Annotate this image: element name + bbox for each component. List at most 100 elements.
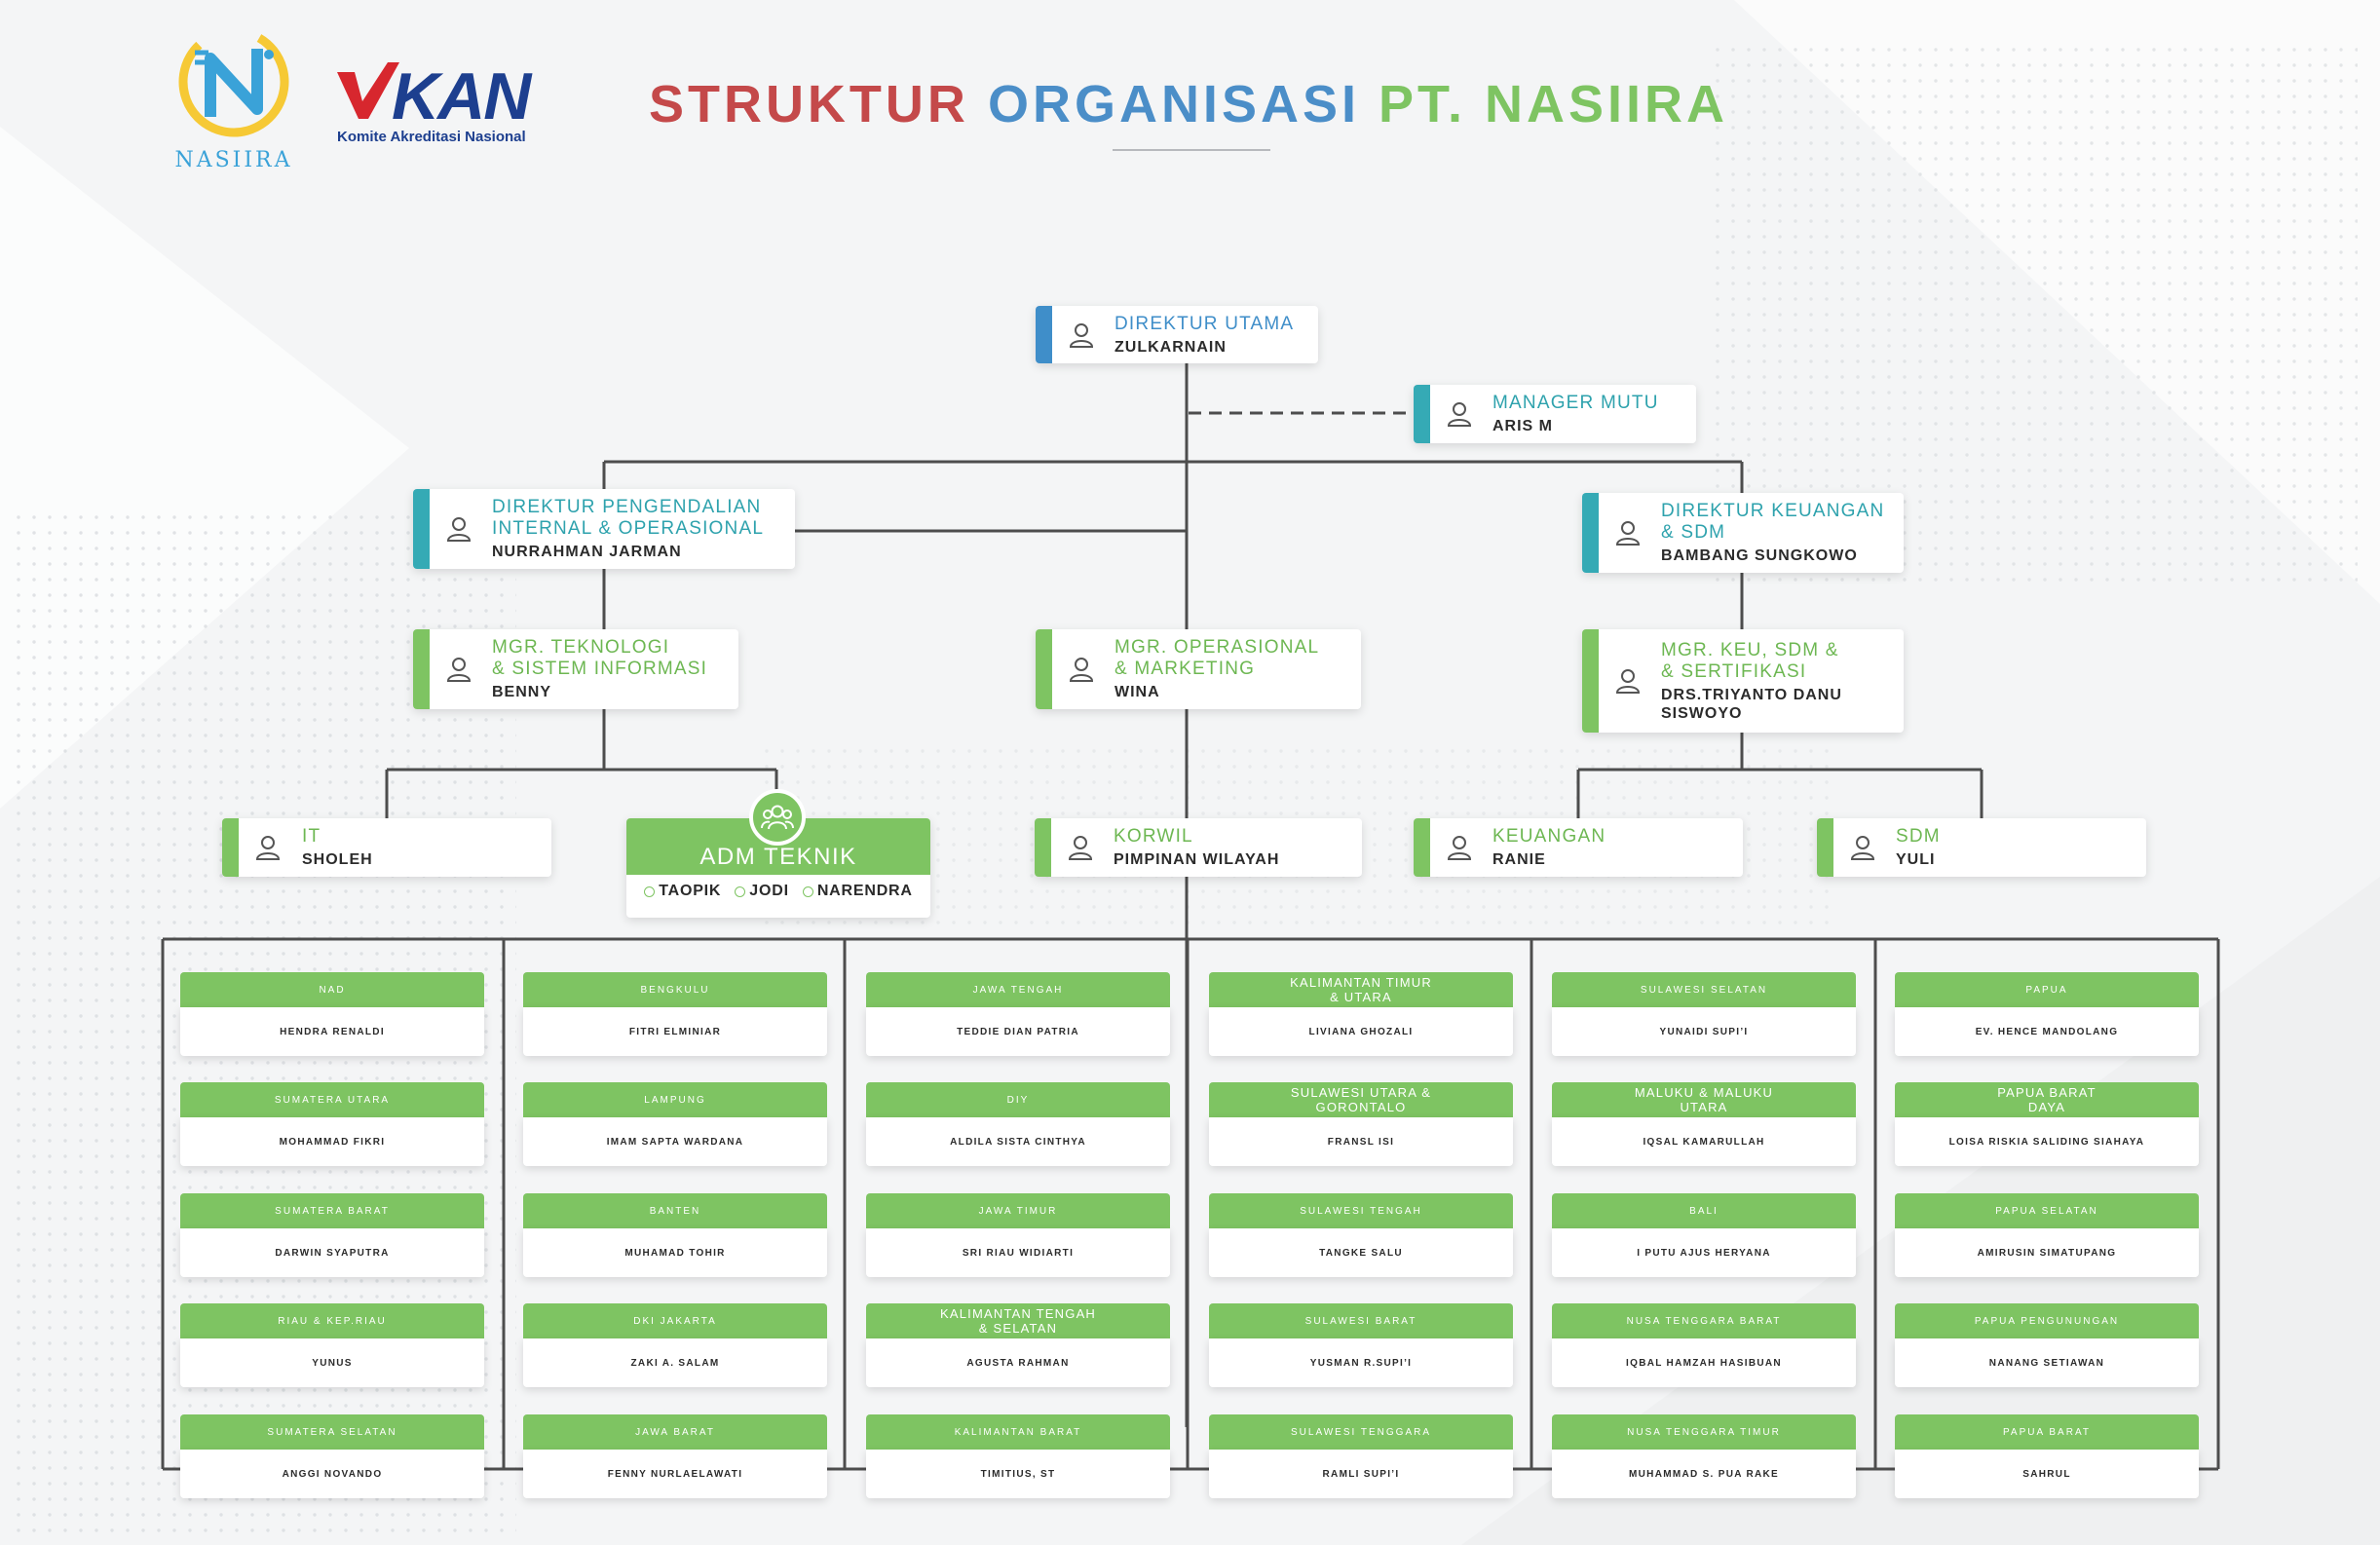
region-name: SULAWESI BARAT (1209, 1303, 1513, 1338)
adm-member: NARENDRA (802, 883, 913, 900)
region-name: PAPUA BARAT DAYA (1895, 1082, 2199, 1117)
kan-wordmark: KAN (392, 59, 531, 133)
member-name: TAOPIK (659, 883, 722, 899)
person-icon (255, 836, 281, 860)
person-name: BENNY (492, 684, 552, 700)
nasiira-emblem-icon (178, 26, 289, 137)
region-name: RIAU & KEP.RIAU (180, 1303, 484, 1338)
person-name: ZULKARNAIN (1114, 338, 1227, 356)
page-title: STRUKTUR ORGANISASI PT. NASIIRA (643, 74, 1734, 134)
person-icon (1068, 836, 1093, 860)
region-head-name: LOISA RISKIA SALIDING SIAHAYA (1895, 1117, 2199, 1166)
title-underline (1113, 149, 1270, 151)
region-head-name: FITRI ELMINIAR (523, 1007, 827, 1056)
region-name: PAPUA BARAT (1895, 1414, 2199, 1450)
card-mgr-keuangan: MGR. KEU, SDM & & SERTIFIKASI DRS.TRIYAN… (1582, 629, 1904, 733)
person-icon (1447, 402, 1472, 427)
person-icon (1069, 322, 1094, 348)
region-name: SULAWESI SELATAN (1552, 972, 1856, 1007)
region-name: PAPUA (1895, 972, 2199, 1007)
card-accent-bar (1036, 629, 1052, 709)
role-label: KEUANGAN (1492, 826, 1606, 847)
region-name: JAWA TIMUR (866, 1193, 1170, 1228)
person-name: DRS.TRIYANTO DANU SISWOYO (1661, 686, 1842, 722)
region-name: PAPUA PENGUNUNGAN (1895, 1303, 2199, 1338)
person-icon (446, 517, 472, 542)
region-name: MALUKU & MALUKU UTARA (1552, 1082, 1856, 1117)
person-icon (1850, 836, 1875, 860)
region-head-name: MUHAMAD TOHIR (523, 1228, 827, 1277)
person-name: ARIS M (1492, 418, 1553, 434)
region-name: NUSA TENGGARA TIMUR (1552, 1414, 1856, 1450)
adm-member: TAOPIK (644, 883, 721, 900)
card-direktur-pengendalian: DIREKTUR PENGENDALIAN INTERNAL & OPERASI… (413, 489, 795, 569)
region-head-name: IQBAL HAMZAH HASIBUAN (1552, 1338, 1856, 1387)
person-name: BAMBANG SUNGKOWO (1661, 547, 1858, 564)
region-head-name: YUSMAN R.SUPI’I (1209, 1338, 1513, 1387)
person-icon (446, 658, 472, 682)
nasiira-wordmark: NASIIRA (174, 148, 293, 172)
role-label: MGR. KEU, SDM & & SERTIFIKASI (1661, 639, 1839, 682)
person-name: YULI (1896, 851, 1936, 868)
region-name: JAWA BARAT (523, 1414, 827, 1450)
region-head-name: NANANG SETIAWAN (1895, 1338, 2199, 1387)
region-name: SULAWESI TENGGARA (1209, 1414, 1513, 1450)
card-keuangan: KEUANGAN RANIE (1414, 818, 1743, 877)
nasiira-logo: NASIIRA (166, 19, 302, 185)
region-head-name: FRANSL ISI (1209, 1117, 1513, 1166)
role-label: DIREKTUR UTAMA (1114, 313, 1295, 334)
card-accent-bar (1817, 818, 1833, 877)
adm-member: JODI (735, 883, 789, 900)
region-head-name: DARWIN SYAPUTRA (180, 1228, 484, 1277)
card-accent-bar (1035, 818, 1051, 877)
card-direktur-keuangan: DIREKTUR KEUANGAN & SDM BAMBANG SUNGKOWO (1582, 493, 1904, 573)
region-name: LAMPUNG (523, 1082, 827, 1117)
region-name: DKI JAKARTA (523, 1303, 827, 1338)
region-name: KALIMANTAN BARAT (866, 1414, 1170, 1450)
region-head-name: HENDRA RENALDI (180, 1007, 484, 1056)
region-name: SULAWESI UTARA & GORONTALO (1209, 1082, 1513, 1117)
region-name: BALI (1552, 1193, 1856, 1228)
person-icon (1615, 521, 1641, 546)
region-head-name: AMIRUSIN SIMATUPANG (1895, 1228, 2199, 1277)
region-name: JAWA TENGAH (866, 972, 1170, 1007)
person-icon (1447, 836, 1472, 860)
region-head-name: SAHRUL (1895, 1450, 2199, 1498)
role-label: KORWIL (1114, 826, 1193, 847)
person-name: RANIE (1492, 851, 1546, 868)
title-part-2: ORGANISASI (987, 75, 1360, 133)
card-accent-bar (1414, 385, 1430, 443)
region-head-name: TANGKE SALU (1209, 1228, 1513, 1277)
region-head-name: LIVIANA GHOZALI (1209, 1007, 1513, 1056)
region-name: DIY (866, 1082, 1170, 1117)
card-sdm: SDM YULI (1817, 818, 2146, 877)
region-head-name: IMAM SAPTA WARDANA (523, 1117, 827, 1166)
bullet-icon (802, 886, 813, 897)
bullet-icon (735, 886, 746, 897)
region-head-name: IQSAL KAMARULLAH (1552, 1117, 1856, 1166)
region-head-name: RAMLI SUPI’I (1209, 1450, 1513, 1498)
person-icon (1069, 658, 1094, 682)
region-name: SUMATERA BARAT (180, 1193, 484, 1228)
region-name: BANTEN (523, 1193, 827, 1228)
role-label: MANAGER MUTU (1492, 393, 1659, 413)
region-head-name: TEDDIE DIAN PATRIA (866, 1007, 1170, 1056)
member-name: NARENDRA (816, 883, 913, 899)
